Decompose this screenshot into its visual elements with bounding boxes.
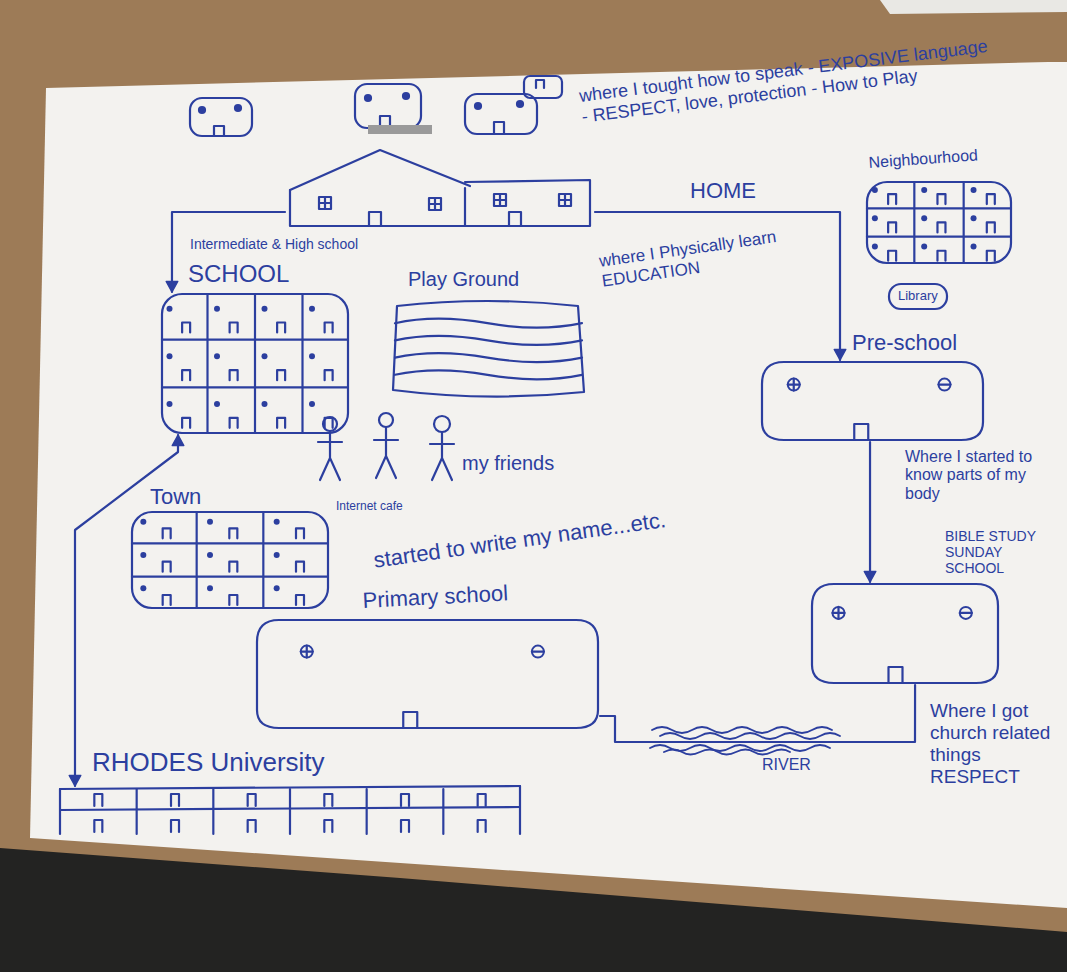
memory-note: Where I started to know parts of my body <box>905 448 1060 503</box>
place-name: Pre-school <box>852 330 957 355</box>
primary-school-building-outline <box>255 618 600 730</box>
place-name: Town <box>150 484 201 509</box>
arrow-head <box>166 281 178 292</box>
home-house-outline <box>285 148 595 228</box>
flow-arrow <box>864 442 876 582</box>
connector-line <box>600 685 915 742</box>
place-note: Internet cafe <box>336 500 406 514</box>
flow-arrow <box>595 212 846 360</box>
paper-sheet <box>30 62 1067 908</box>
friends-label: my friends <box>462 452 554 475</box>
neighbourhood-grid: Neighbourhood <box>865 180 1013 265</box>
stick-figures <box>318 413 454 480</box>
place-name: RHODES University <box>92 748 325 778</box>
place-name: HOME <box>690 178 756 203</box>
arrow-head <box>864 571 876 582</box>
river-waves <box>650 727 840 755</box>
place-name: SCHOOL <box>188 260 289 288</box>
redaction-bar <box>368 125 432 134</box>
primary-school-building: started to write my name...etc.Primary s… <box>255 618 600 730</box>
playground-blob: Play Groundwhere I Physically learn EDUC… <box>385 298 590 400</box>
river-label: RIVER <box>762 756 811 774</box>
place-name: BIBLE STUDY SUNDAY SCHOOL <box>945 528 1057 576</box>
university-grid: RHODES University <box>60 786 520 834</box>
arrow-head <box>172 435 184 446</box>
place-name: Play Ground <box>408 268 519 291</box>
memory-note: Where I got church related things RESPEC… <box>930 700 1058 787</box>
town-grid-outline <box>130 510 330 610</box>
church-building-outline <box>810 582 1000 685</box>
library-box: Library <box>888 283 948 310</box>
flow-arrow <box>600 685 915 742</box>
arrow-head <box>69 775 81 786</box>
place-note: Intermediate & High school <box>190 236 358 252</box>
connector-line <box>869 442 871 582</box>
playground-blob-outline <box>385 298 590 400</box>
preschool-building-outline <box>760 360 985 442</box>
preschool-building: Pre-schoolWhere I started to know parts … <box>760 360 985 442</box>
town-grid: TownInternet cafe <box>130 510 330 610</box>
neighbourhood-grid-outline <box>865 180 1013 265</box>
small-houses <box>190 76 562 136</box>
university-grid-outline <box>60 786 520 834</box>
home-house: HOMEwhere I tought how to speak - EXPOSI… <box>285 148 595 228</box>
place-name: Library <box>898 289 938 304</box>
church-building: BIBLE STUDY SUNDAY SCHOOLWhere I got chu… <box>810 582 1000 685</box>
connector-line <box>595 212 840 360</box>
school-grid: Intermediate & High schoolSCHOOL <box>160 292 350 435</box>
other-sheet <box>880 0 1067 14</box>
arrow-head <box>834 349 846 360</box>
school-grid-outline <box>160 292 350 435</box>
